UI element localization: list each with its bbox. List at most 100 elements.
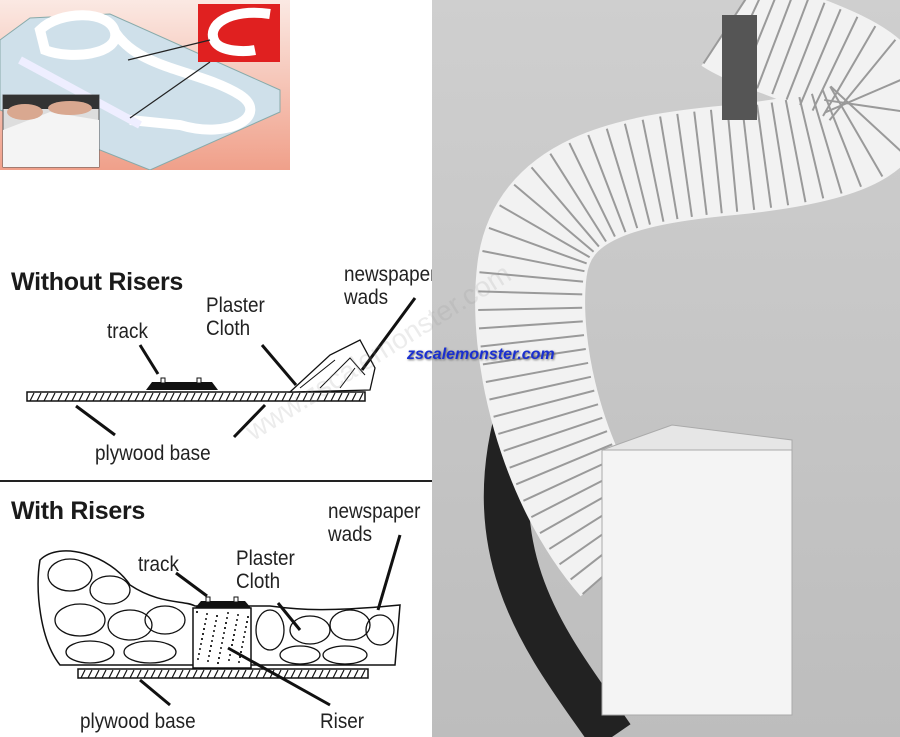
riser-strip	[475, 0, 900, 597]
hatch-mark	[43, 392, 49, 402]
foam-layout-photo	[0, 0, 290, 170]
hatch-mark	[332, 669, 338, 679]
hatch-mark	[120, 392, 126, 402]
hatch-mark	[204, 392, 210, 402]
riser-texture-dot	[233, 634, 235, 636]
riser-slice-line	[693, 111, 708, 216]
hatch-mark	[185, 669, 191, 679]
riser-slice-line	[549, 153, 607, 243]
hatch-mark	[255, 669, 261, 679]
hatch-mark	[94, 669, 100, 679]
riser-texture-dot	[222, 637, 224, 639]
hatch-mark	[157, 669, 163, 679]
riser-texture-dot	[234, 629, 236, 631]
riser-texture-dot	[202, 633, 204, 635]
hatch-mark	[241, 669, 247, 679]
riser-texture-dot	[213, 630, 215, 632]
riser-texture-dot	[219, 652, 221, 654]
hatch-mark	[248, 669, 254, 679]
hatch-mark	[267, 392, 273, 402]
hatch-mark	[290, 669, 296, 679]
riser-texture-dot	[226, 617, 228, 619]
riser-slice-line	[784, 99, 807, 203]
hatch-mark	[239, 392, 245, 402]
hatch-mark	[274, 392, 280, 402]
riser-slice-line	[785, 2, 826, 100]
diagram-panel: Without Risers track Plaster Cloth newsp…	[0, 0, 436, 737]
riser-slice-line	[811, 16, 859, 112]
riser-texture-dot	[208, 655, 210, 657]
hatch-mark	[29, 392, 35, 402]
hatch-mark	[346, 669, 352, 679]
with-risers-diagram	[37, 534, 402, 707]
riser-slice-line	[821, 89, 862, 188]
riser-slice-line	[482, 249, 585, 273]
hatch-mark	[288, 392, 294, 402]
foam-riser-photo-panel	[432, 0, 900, 737]
riser-label: Riser	[320, 710, 365, 733]
riser-slice-line	[479, 271, 584, 283]
foam-riser-photo	[475, 0, 900, 737]
riser-texture-dot	[212, 635, 214, 637]
riser-texture-dot	[221, 642, 223, 644]
hatch-mark	[339, 669, 345, 679]
front-riser-block	[601, 449, 793, 716]
hatch-mark	[260, 392, 266, 402]
hatch-mark	[211, 392, 217, 402]
hatch-mark	[85, 392, 91, 402]
hatch-mark	[169, 392, 175, 402]
riser-texture-dot	[218, 657, 220, 659]
riser-slice-line	[798, 96, 825, 199]
riser-slice-line	[513, 183, 595, 253]
hatch-mark	[199, 669, 205, 679]
riser-slice-line	[676, 113, 693, 217]
riser-slice-line	[756, 0, 792, 89]
riser-slice-line	[488, 226, 587, 265]
with-risers-title: With Risers	[11, 497, 146, 525]
hatch-mark	[225, 392, 231, 402]
hatch-mark	[330, 392, 336, 402]
hatch-mark	[316, 392, 322, 402]
hatch-mark	[246, 392, 252, 402]
hatch-mark	[197, 392, 203, 402]
hatch-mark	[190, 392, 196, 402]
riser-texture-dot	[247, 616, 249, 618]
hatch-mark	[136, 669, 142, 679]
hatch-mark	[50, 392, 56, 402]
riser-slice-line	[829, 85, 900, 152]
hatch-mark	[220, 669, 226, 679]
hatch-mark	[304, 669, 310, 679]
hatch-mark	[78, 392, 84, 402]
hatch-mark	[106, 392, 112, 402]
riser-texture-dot	[227, 612, 229, 614]
hatch-mark	[99, 392, 105, 402]
riser-slice-line	[568, 142, 616, 238]
plaster-cloth-label-2: Plaster Cloth	[236, 547, 295, 593]
hatch-mark	[129, 669, 135, 679]
riser-texture-dot	[236, 619, 238, 621]
riser-slice-line	[503, 416, 603, 452]
riser-slice-line	[726, 108, 739, 212]
riser-slice-line	[509, 430, 608, 469]
riser-texture-dot	[224, 627, 226, 629]
riser-texture-dot	[240, 651, 242, 653]
hatch-mark	[148, 392, 154, 402]
riser-texture-dot	[205, 618, 207, 620]
without-risers-diagram	[26, 297, 417, 439]
riser-texture-dot	[242, 641, 244, 643]
hatch-mark	[108, 669, 114, 679]
hatch-mark	[358, 392, 364, 402]
hatch-mark	[143, 669, 149, 679]
riser-slice-line	[641, 119, 665, 222]
watermark-text: zscalemonster.com	[407, 346, 555, 363]
riser-texture-dot	[196, 611, 198, 613]
riser-texture-dot	[204, 623, 206, 625]
hatch-mark	[283, 669, 289, 679]
riser-slice-line	[770, 102, 790, 206]
hatch-mark	[232, 392, 238, 402]
riser-slice-line	[499, 204, 591, 259]
riser-texture-dot	[243, 636, 245, 638]
riser-slice-line	[478, 290, 583, 296]
track-shape	[195, 601, 251, 608]
hatch-mark	[36, 392, 42, 402]
